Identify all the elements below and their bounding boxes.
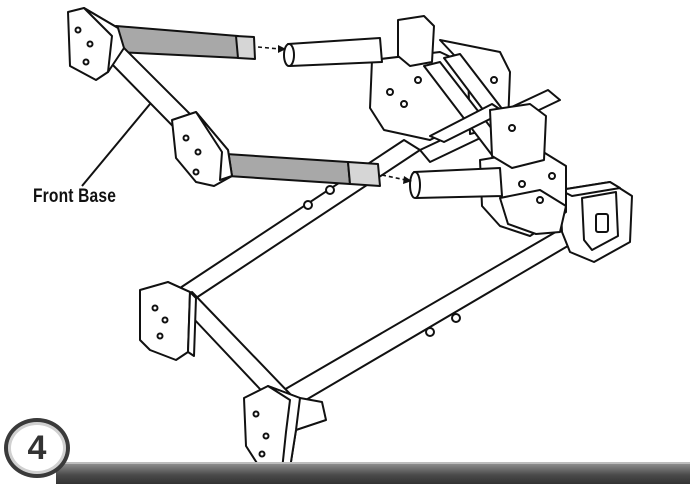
- front-corner-foot: [243, 385, 327, 475]
- callout-leader-line: [81, 103, 151, 187]
- front-base-label: Front Base: [33, 186, 117, 207]
- step-number: 4: [27, 428, 47, 467]
- front-base: [67, 7, 381, 187]
- receiver-tubes: [283, 37, 503, 199]
- center-bracket-assembly: [369, 15, 567, 237]
- left-foot-plate: [139, 281, 197, 361]
- step-number-badge: 4: [4, 418, 70, 478]
- insertion-arrows: [257, 45, 412, 184]
- step-bar: [56, 462, 690, 484]
- right-corner-housing: [559, 181, 633, 263]
